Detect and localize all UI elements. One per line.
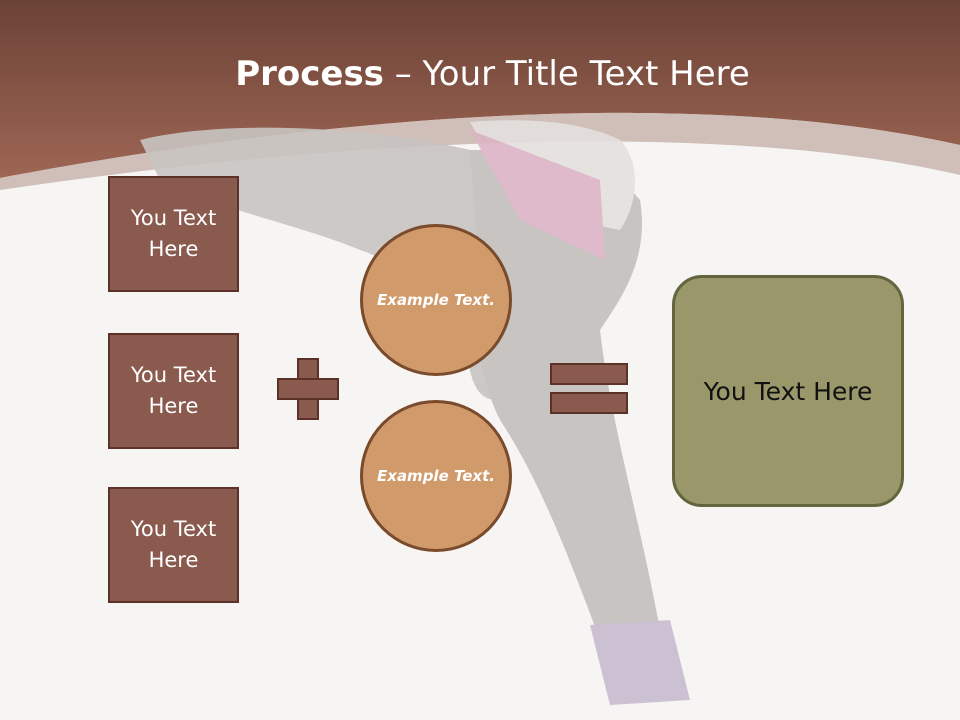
input-box-3: You Text Here xyxy=(108,487,239,603)
input-box-1: You Text Here xyxy=(108,176,239,292)
slide-title-rest: – Your Title Text Here xyxy=(383,54,750,94)
slide-title-bold: Process xyxy=(235,54,384,94)
result-box: You Text Here xyxy=(672,275,904,507)
input-box-2: You Text Here xyxy=(108,333,239,449)
example-circle-2: Example Text. xyxy=(360,400,512,552)
slide-title: Process – Your Title Text Here xyxy=(0,52,960,96)
example-circle-1: Example Text. xyxy=(360,224,512,376)
